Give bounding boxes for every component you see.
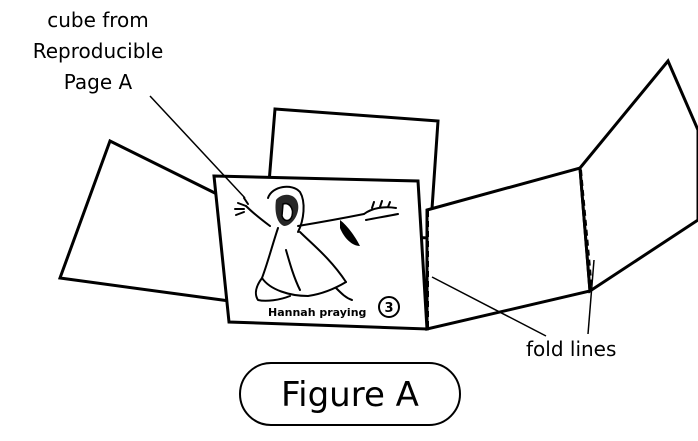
cube-label-line-1: cube from bbox=[47, 8, 149, 32]
card-number-circle bbox=[378, 296, 400, 318]
fold-line-2 bbox=[580, 169, 593, 291]
fold-leader-line-2 bbox=[587, 259, 595, 335]
cube-label-line-3: Page A bbox=[64, 70, 133, 94]
right-middle-panel bbox=[425, 166, 592, 331]
cube-leader-line bbox=[149, 95, 246, 199]
cube-label-line-2: Reproducible bbox=[33, 39, 164, 63]
far-right-flap bbox=[578, 58, 698, 294]
figure-label: Figure A bbox=[281, 375, 419, 415]
card-number: 3 bbox=[384, 301, 393, 316]
figure-label-box bbox=[239, 362, 461, 426]
card-caption: Hannah praying bbox=[268, 306, 366, 319]
fold-leader-line-1 bbox=[431, 276, 547, 337]
fold-lines-label: fold lines bbox=[526, 337, 616, 361]
hannah-illustration bbox=[234, 185, 399, 302]
left-flap bbox=[57, 138, 239, 304]
